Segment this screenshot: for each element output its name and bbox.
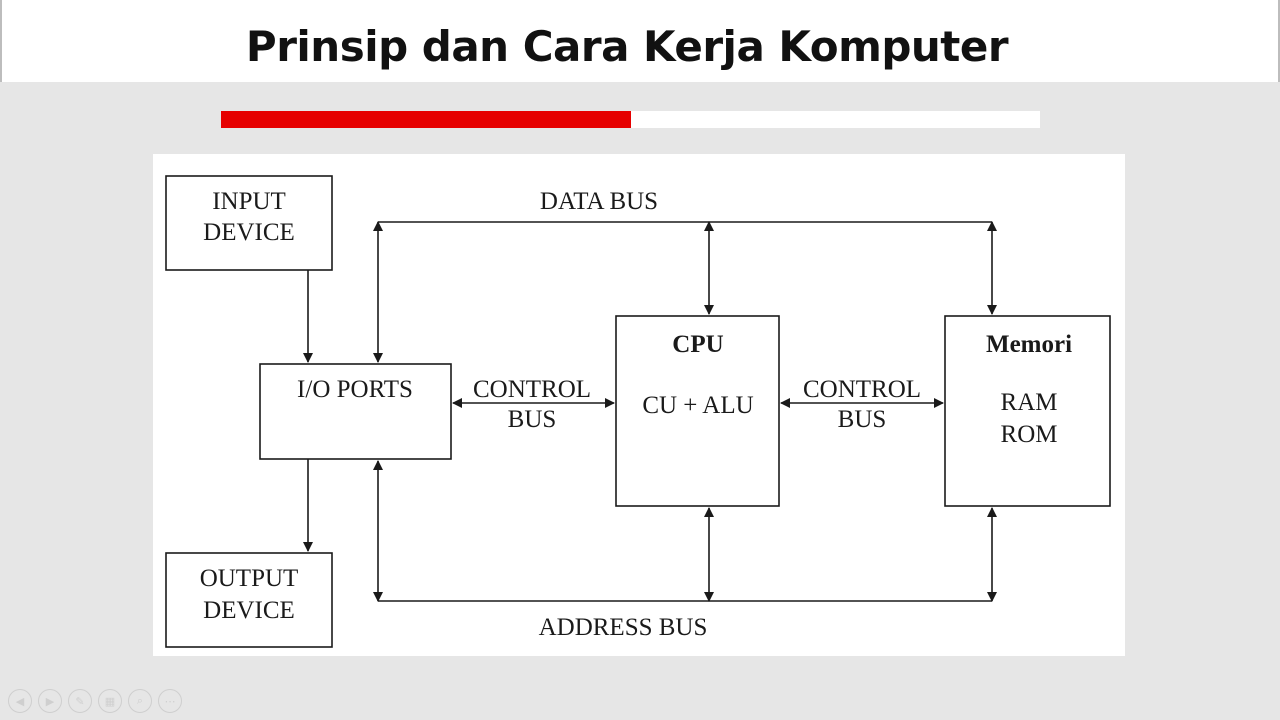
pen-tool-button[interactable]: ✎ [68, 689, 92, 713]
input-device-label-line2: DEVICE [203, 219, 295, 246]
control-bus-right-label-line2: BUS [838, 406, 887, 433]
previous-icon: ◀ [15, 694, 25, 708]
previous-slide-button[interactable]: ◀ [8, 689, 32, 713]
slideshow-controls: ◀ ▶ ✎ ▦ ⌕ ⋯ [8, 689, 182, 715]
progress-bar [221, 111, 1040, 128]
output-device-label-line1: OUTPUT [200, 565, 299, 592]
computer-architecture-diagram: INPUT DEVICE OUTPUT DEVICE I/O PORTS CPU… [153, 154, 1125, 656]
input-device-label-line1: INPUT [212, 188, 286, 215]
pen-icon: ✎ [75, 694, 85, 708]
io-ports-box [259, 363, 452, 460]
io-ports-label: I/O PORTS [297, 376, 413, 403]
control-bus-right-label-line1: CONTROL [803, 376, 921, 403]
cpu-subtitle: CU + ALU [642, 392, 753, 419]
next-icon: ▶ [45, 694, 55, 708]
progress-bar-fill [221, 111, 631, 128]
control-bus-left-label-line2: BUS [508, 406, 557, 433]
output-device-label-line2: DEVICE [203, 597, 295, 624]
diagram-canvas: INPUT DEVICE OUTPUT DEVICE I/O PORTS CPU… [165, 175, 1111, 648]
output-device-box [165, 552, 333, 648]
memory-rom-label: ROM [1001, 421, 1058, 448]
address-bus-label: ADDRESS BUS [539, 614, 708, 641]
more-options-button[interactable]: ⋯ [158, 689, 182, 713]
memory-title: Memori [986, 331, 1072, 358]
cpu-box [615, 315, 780, 507]
see-all-slides-button[interactable]: ▦ [98, 689, 122, 713]
next-slide-button[interactable]: ▶ [38, 689, 62, 713]
memory-box [944, 315, 1111, 507]
data-bus-label: DATA BUS [540, 188, 658, 215]
input-device-box [165, 175, 333, 271]
memory-ram-label: RAM [1001, 389, 1058, 416]
more-icon: ⋯ [164, 694, 176, 708]
control-bus-left-label-line1: CONTROL [473, 376, 591, 403]
slide-title: Prinsip dan Cara Kerja Komputer [245, 22, 1009, 71]
zoom-icon: ⌕ [136, 694, 144, 707]
title-band: Prinsip dan Cara Kerja Komputer [0, 0, 1280, 82]
cpu-title: CPU [672, 331, 723, 358]
slides-grid-icon: ▦ [104, 694, 116, 708]
zoom-button[interactable]: ⌕ [128, 689, 152, 713]
